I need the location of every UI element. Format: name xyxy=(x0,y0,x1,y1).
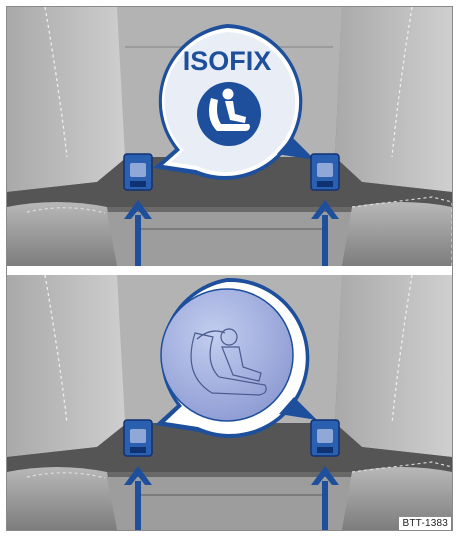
bottom-scene xyxy=(7,275,452,530)
isofix-anchor-left xyxy=(124,420,152,456)
panel-divider xyxy=(7,266,452,275)
left-backrest xyxy=(7,7,127,192)
center-cushion xyxy=(107,212,352,266)
isofix-anchor-right xyxy=(311,154,339,190)
child-seat-outline-icon-circle xyxy=(161,289,293,421)
figure-reference-code: BTT-1383 xyxy=(399,517,451,530)
isofix-label: ISOFIX xyxy=(183,46,272,76)
right-backrest xyxy=(335,7,452,192)
right-backrest xyxy=(335,275,452,457)
left-backrest xyxy=(7,275,127,457)
bottom-panel xyxy=(7,275,452,530)
isofix-anchor-right xyxy=(311,420,339,456)
right-cushion xyxy=(342,202,452,266)
top-scene: ISOFIX xyxy=(7,7,452,266)
top-panel: ISOFIX xyxy=(7,7,452,266)
isofix-anchor-left xyxy=(124,154,152,190)
